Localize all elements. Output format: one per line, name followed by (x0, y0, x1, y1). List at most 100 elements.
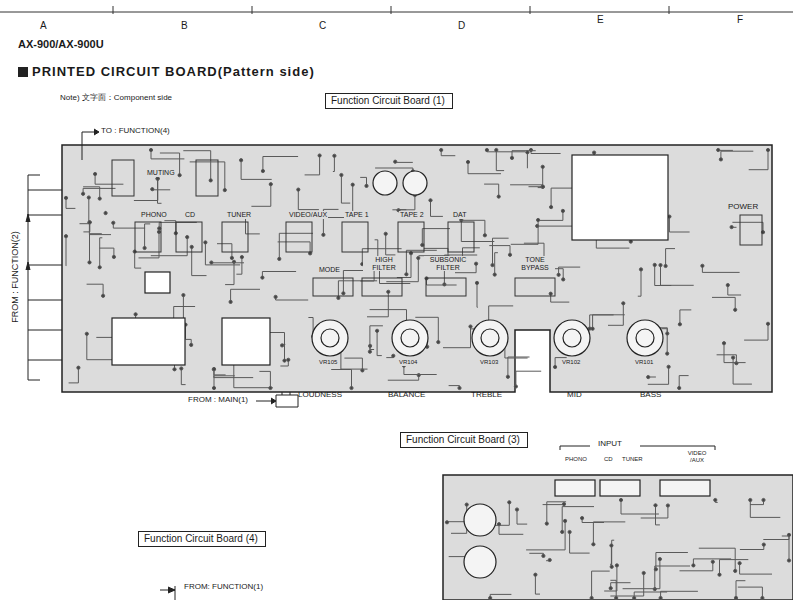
solder-pad (178, 174, 181, 177)
copper-trace (263, 157, 298, 172)
solder-pad (469, 325, 472, 328)
copper-trace (80, 198, 89, 224)
solder-pad (732, 356, 735, 359)
solder-pad (182, 294, 185, 297)
solder-pad (223, 189, 226, 192)
board-label: AX-900/AX-900U (18, 38, 104, 50)
copper-trace (610, 573, 643, 596)
copper-trace (535, 575, 540, 594)
solder-pad (269, 386, 272, 389)
board-label: DAT (452, 211, 467, 219)
copper-trace (590, 315, 614, 329)
solder-pad (173, 368, 176, 371)
solder-pad (475, 262, 478, 265)
solder-pad (497, 195, 500, 198)
solder-pad (209, 179, 212, 182)
copper-trace (404, 366, 437, 375)
solder-pad (156, 177, 159, 180)
solder-pad (104, 212, 107, 215)
solder-pad (88, 221, 91, 224)
solder-pad (394, 160, 397, 163)
copper-trace (593, 315, 625, 329)
solder-pad (510, 156, 513, 159)
solder-pad (495, 148, 498, 151)
solder-pad (88, 221, 91, 224)
board-label: Note) 文字面：Component side (60, 94, 172, 103)
copper-trace (669, 217, 689, 232)
copper-trace (305, 156, 320, 175)
solder-pad (283, 359, 286, 362)
copper-trace (728, 285, 741, 295)
solder-pad (581, 517, 584, 520)
solder-pad (639, 268, 642, 271)
board-label: F (737, 14, 743, 25)
solder-pad (466, 160, 469, 163)
solder-pad (568, 530, 571, 533)
solder-pad (561, 209, 564, 212)
solder-pad (350, 386, 353, 389)
copper-trace (211, 262, 244, 263)
solder-pad (85, 332, 88, 335)
solder-pad (653, 263, 656, 266)
solder-pad (365, 184, 368, 187)
solder-pad (545, 522, 548, 525)
solder-pad (261, 169, 264, 172)
copper-trace (214, 376, 235, 388)
copper-trace (236, 257, 242, 274)
copper-trace (134, 179, 158, 201)
copper-trace (721, 151, 753, 159)
copper-trace (732, 222, 763, 232)
solder-pad (667, 365, 670, 368)
solder-pad (615, 596, 618, 599)
header-ruler (0, 6, 793, 14)
board-label: TUNER (226, 211, 252, 219)
copper-trace (648, 367, 669, 385)
board-title: Function Circuit Board (3) (406, 434, 520, 445)
copper-trace (259, 371, 270, 388)
solder-pad (156, 177, 159, 180)
copper-trace (205, 242, 240, 265)
copper-trace (100, 238, 103, 267)
copper-trace (702, 266, 739, 273)
board-label: MID (567, 391, 582, 400)
solder-pad (718, 573, 721, 576)
solder-pad (549, 292, 552, 295)
solder-pad (711, 560, 714, 563)
solder-pad (340, 173, 343, 176)
copper-trace (83, 188, 115, 193)
copper-trace (539, 211, 563, 221)
board-title: Function Circuit Board (1) (331, 95, 445, 106)
copper-trace (431, 200, 443, 216)
solder-pad (297, 188, 300, 191)
copper-trace (341, 350, 368, 369)
copper-trace (738, 587, 763, 598)
solder-pad (534, 573, 537, 576)
copper-trace (66, 198, 75, 209)
solder-pad (666, 332, 669, 335)
copper-trace (181, 369, 185, 385)
solder-pad (738, 562, 741, 565)
copper-trace (95, 174, 123, 184)
board-label: TAPE 1 (344, 211, 370, 219)
copper-trace (529, 553, 543, 556)
board-label: TREBLE (471, 391, 502, 400)
copper-trace (276, 297, 309, 300)
solder-pad (112, 255, 115, 258)
copper-trace (298, 190, 319, 210)
solder-pad (515, 508, 518, 511)
board-outline (443, 475, 793, 600)
copper-trace (638, 269, 641, 296)
copper-trace (477, 283, 479, 307)
board-title-box: Function Circuit Board (1) (325, 93, 453, 109)
copper-trace (484, 184, 499, 197)
copper-trace (551, 294, 570, 302)
copper-trace (343, 271, 377, 294)
board-label: VR103 (479, 359, 499, 366)
solder-pad (212, 368, 215, 371)
copper-trace (634, 592, 667, 598)
solder-pad (541, 165, 544, 168)
copper-trace (135, 252, 142, 269)
copper-trace (517, 510, 527, 525)
board-label: LOUDNESS (298, 391, 342, 400)
